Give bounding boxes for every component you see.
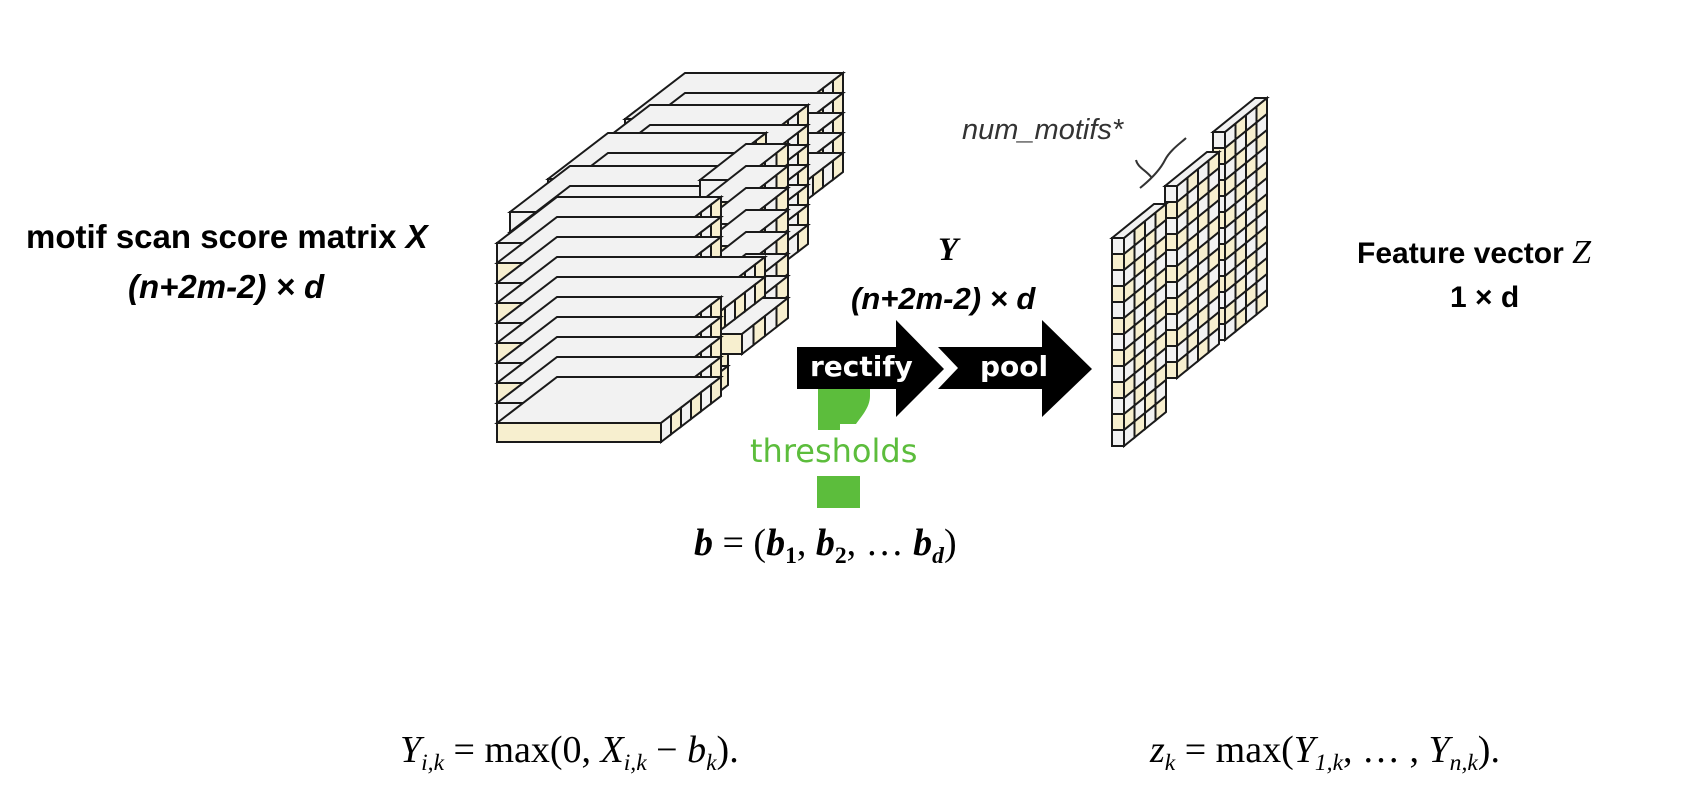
bar-end-cell	[797, 222, 809, 254]
threshold-vector: b = (b1, b2, … bd)	[694, 522, 957, 570]
bar-end-cell	[832, 150, 844, 182]
formula-z-close: ).	[1477, 729, 1500, 771]
num-motifs-brace	[1139, 137, 1187, 189]
feature-front-cell	[1111, 253, 1125, 271]
formula-z-lhs-sub: k	[1164, 750, 1176, 777]
feature-front-cell	[1111, 285, 1125, 303]
vector-z-symbol: Z	[1572, 234, 1592, 271]
rectify-formula: Yi,k = max(0, Xi,k − bk).	[400, 728, 739, 775]
bar-end-cell	[775, 295, 789, 330]
formula-y-lhs: Y	[400, 729, 422, 771]
feature-top-face	[1162, 151, 1222, 187]
score-matrix-dims-text: (n+2m-2) × d	[128, 268, 325, 305]
score-matrix-stack	[494, 70, 846, 445]
formula-y-b: b	[687, 729, 707, 771]
feature-front-cell	[1111, 269, 1125, 287]
feature-front-cell	[1164, 185, 1178, 203]
feature-front-cell	[1111, 333, 1125, 351]
formula-z-yn-sub: n,k	[1449, 750, 1478, 777]
feature-top-face	[1109, 203, 1169, 239]
formula-z-lhs: z	[1150, 729, 1165, 771]
formula-y-minus: −	[646, 729, 688, 771]
formula-z-yn: Y	[1428, 729, 1450, 771]
feature-cell	[1255, 287, 1268, 317]
formula-y-eq: = max(0,	[444, 729, 601, 771]
feature-front-cell	[1111, 301, 1125, 319]
pool-label: pool	[980, 350, 1049, 383]
thresholds-label: thresholds	[750, 432, 918, 470]
bar-end-cell	[710, 374, 722, 406]
feature-front-cell	[1212, 131, 1226, 149]
formula-y-x: X	[600, 729, 624, 771]
formula-z-y1: Y	[1293, 729, 1315, 771]
feature-front-cell	[1111, 413, 1125, 431]
feature-front-cell	[1111, 381, 1125, 399]
bd-symbol: b	[913, 522, 933, 564]
b1-subscript: 1	[785, 543, 797, 570]
b-vector-eq: = (	[713, 522, 767, 564]
bd-subscript: d	[932, 543, 944, 570]
formula-y-b-sub: k	[706, 750, 717, 777]
b2-symbol: b	[815, 522, 835, 564]
feature-cell	[1207, 325, 1220, 355]
feature-maps	[1109, 95, 1270, 449]
feature-vector-title: Feature vector Z	[1357, 234, 1591, 272]
bar-end-cell	[754, 274, 766, 306]
bar-front-face	[496, 422, 662, 443]
feature-cell	[1154, 393, 1167, 423]
formula-y-x-sub: i,k	[623, 750, 647, 777]
score-matrix-title-text: motif scan score matrix	[26, 218, 406, 255]
formula-y-close: ).	[716, 729, 739, 771]
feature-front-cell	[1111, 237, 1125, 255]
feature-front-cell	[1111, 397, 1125, 415]
matrix-y-symbol: Y	[938, 232, 959, 268]
rectify-label: rectify	[810, 350, 913, 383]
b1-symbol: b	[766, 522, 786, 564]
feature-front-cell	[1111, 349, 1125, 367]
feature-front-cell	[1111, 429, 1125, 447]
feature-top-face	[1210, 97, 1270, 133]
feature-front-cell	[1111, 365, 1125, 383]
b2-subscript: 2	[834, 543, 847, 570]
feature-vector-title-text: Feature vector	[1357, 237, 1573, 270]
matrix-x-symbol: X	[405, 218, 428, 255]
formula-y-lhs-sub: i,k	[421, 750, 445, 777]
formula-z-y1-sub: 1,k	[1314, 750, 1344, 777]
num-motifs-brace-tail	[1135, 159, 1153, 179]
feature-vector-dims: 1 × d	[1450, 281, 1520, 314]
rectify-arrow	[797, 320, 944, 417]
pool-formula: zk = max(Y1,k, … , Yn,k).	[1150, 728, 1500, 775]
num-motifs-label: num_motifs*	[962, 114, 1124, 146]
b-vector-symbol: b	[694, 522, 713, 564]
threshold-connector	[818, 388, 870, 430]
formula-z-eq: = max(	[1175, 729, 1294, 771]
score-matrix-dims: (n+2m-2) × d	[128, 268, 324, 306]
threshold-block	[817, 476, 860, 508]
b-vector-close: )	[943, 522, 957, 564]
score-matrix-title: motif scan score matrix X	[26, 218, 428, 256]
feature-front-cell	[1111, 317, 1125, 335]
b-vector-ellipsis: , …	[846, 522, 914, 564]
pool-arrow	[938, 320, 1092, 417]
matrix-y-dims: (n+2m-2) × d	[851, 281, 1036, 316]
formula-z-mid: , … ,	[1343, 729, 1429, 771]
